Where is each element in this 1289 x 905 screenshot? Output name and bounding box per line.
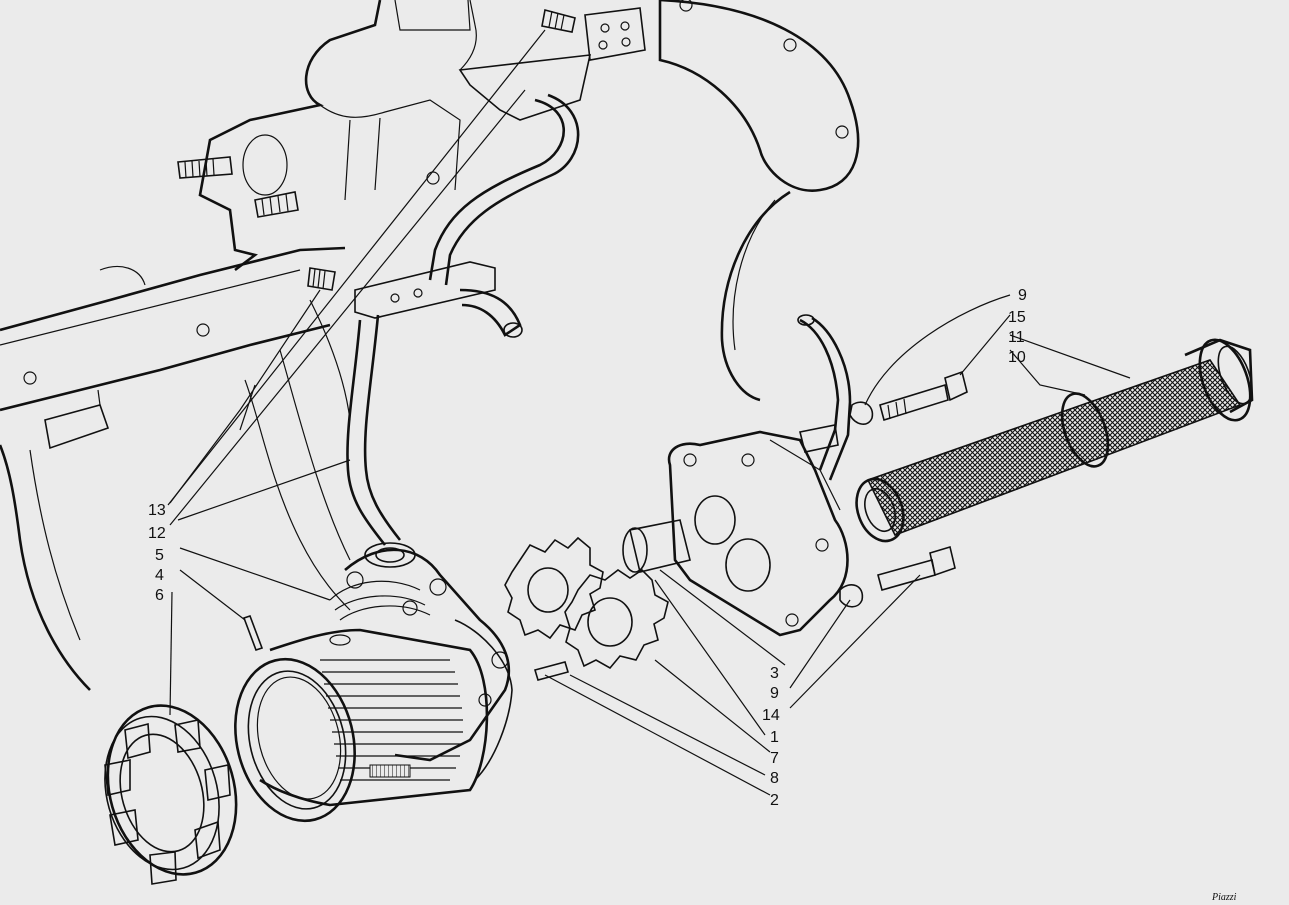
label-5: 5 — [155, 547, 164, 564]
crankcase-outline — [0, 0, 860, 691]
label-9-bottom: 9 — [770, 685, 779, 702]
label-6: 6 — [155, 587, 164, 604]
label-1: 1 — [770, 729, 779, 746]
label-7: 7 — [770, 750, 779, 767]
artist-signature: Piazzi — [1211, 892, 1237, 903]
label-2: 2 — [770, 792, 779, 809]
pump-housing — [104, 542, 513, 885]
leader-lines — [167, 29, 1131, 796]
label-12: 12 — [148, 525, 166, 542]
label-13: 13 — [148, 502, 166, 519]
label-8: 8 — [770, 770, 779, 787]
pump-cover-plate — [622, 314, 852, 637]
label-4: 4 — [155, 567, 164, 584]
part-labels: 13 12 5 4 6 9 15 11 10 3 9 14 1 7 8 2 Pi… — [148, 287, 1237, 903]
label-11: 11 — [1008, 329, 1025, 346]
label-9-top: 9 — [1018, 287, 1027, 304]
bolts-and-washers — [839, 370, 968, 608]
label-10: 10 — [1008, 349, 1026, 366]
label-15: 15 — [1008, 309, 1026, 326]
pump-gears — [504, 536, 669, 681]
label-3: 3 — [770, 665, 779, 682]
strainer-tube — [855, 338, 1254, 543]
label-14: 14 — [762, 707, 780, 724]
oil-delivery-pipe — [346, 7, 646, 546]
